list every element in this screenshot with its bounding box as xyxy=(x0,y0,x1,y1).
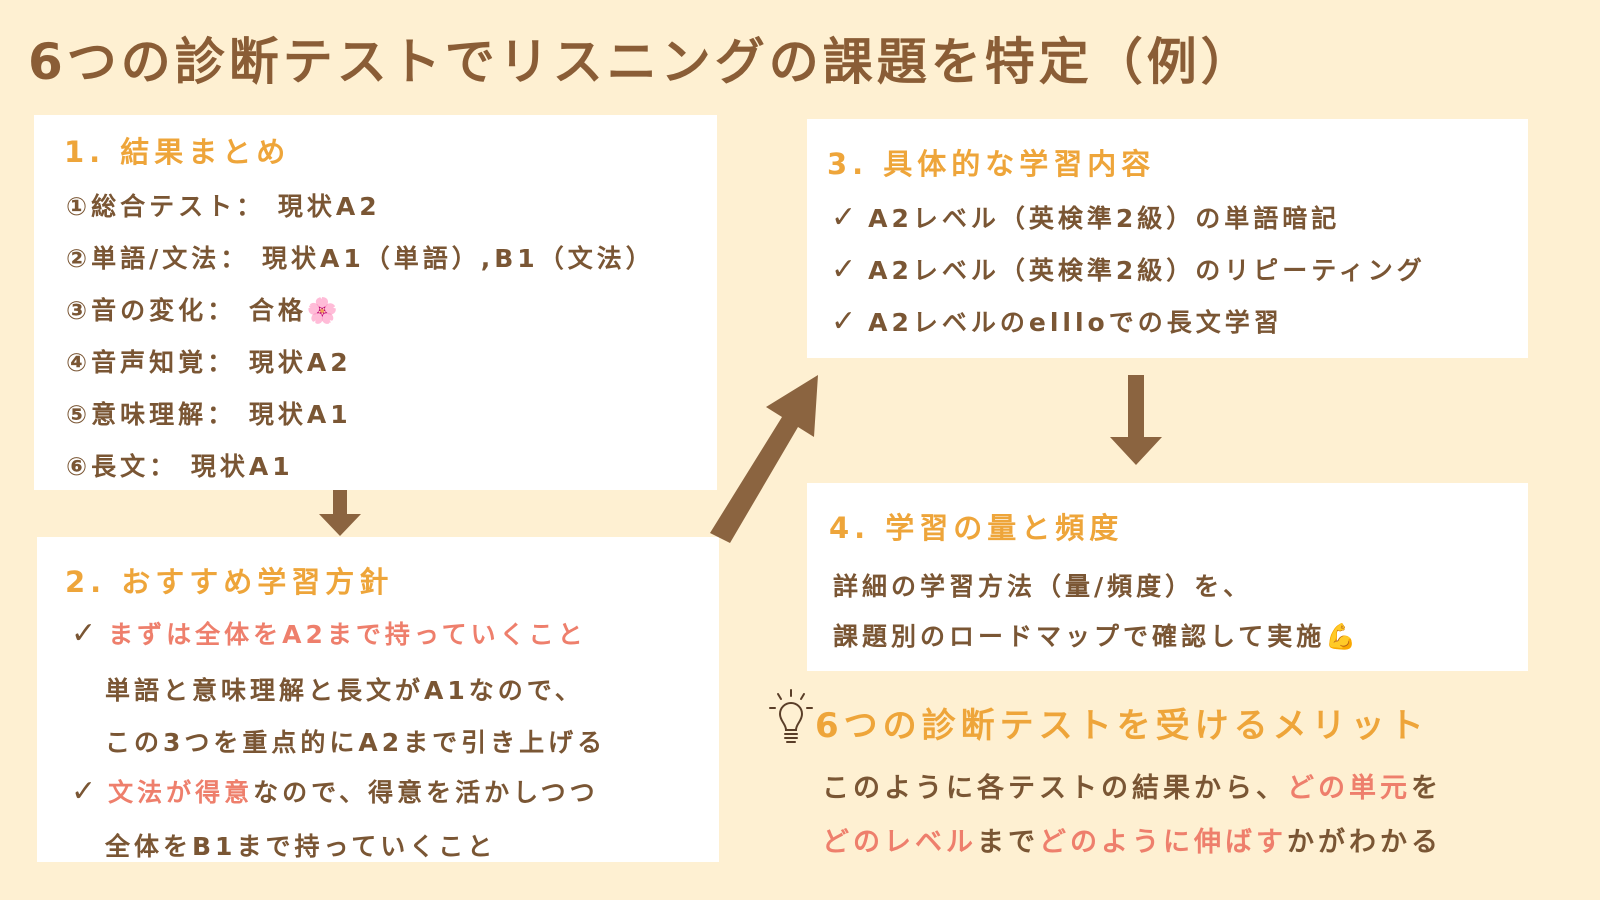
merit-text-line-2: どのレベルまでどのように伸ばすかがわかる xyxy=(822,820,1442,859)
merit-text: かがわかる xyxy=(1287,827,1442,858)
merit-text: まで xyxy=(977,827,1039,858)
amount-frequency-text: 詳細の学習方法（量/頻度）を、 xyxy=(833,572,1253,601)
merit-highlight: どのように伸ばす xyxy=(1039,827,1287,858)
study-content-heading: 3. 具体的な学習内容 xyxy=(827,147,1156,181)
policy-point-text: まずは全体をA2まで持っていくこと xyxy=(108,620,587,649)
amount-frequency-heading: 4. 学習の量と頻度 xyxy=(829,511,1124,545)
study-item: ✓A2レベル（英検準2級）の単語暗記 xyxy=(831,199,1340,235)
results-summary-box: 1. 結果まとめ ①総合テスト： 現状A2 ②単語/文法： 現状A1（単語）,B… xyxy=(34,115,717,490)
policy-highlight: 文法が得意 xyxy=(108,778,254,807)
study-content-box: 3. 具体的な学習内容 ✓A2レベル（英検準2級）の単語暗記 ✓A2レベル（英検… xyxy=(807,119,1528,358)
merit-text: このように各テストの結果から、 xyxy=(822,773,1287,804)
merit-highlight: どの単元 xyxy=(1287,773,1411,804)
merit-heading: 6つの診断テストを受けるメリット xyxy=(815,706,1429,746)
policy-detail: 単語と意味理解と長文がA1なので、 xyxy=(105,676,584,705)
merit-highlight: どのレベル xyxy=(822,827,977,858)
amount-frequency-text: 課題別のロードマップで確認して実施💪 xyxy=(833,617,1360,653)
policy-point-text: なので、得意を活かしつつ xyxy=(253,778,599,807)
policy-point: ✓文法が得意なので、得意を活かしつつ xyxy=(71,773,599,809)
study-item: ✓A2レベル（英検準2級）のリピーティング xyxy=(831,251,1426,287)
result-item: ①総合テスト： 現状A2 xyxy=(66,192,381,221)
merit-text-line-1: このように各テストの結果から、どの単元を xyxy=(822,766,1442,805)
result-item: ④音声知覚： 現状A2 xyxy=(66,348,352,377)
check-icon: ✓ xyxy=(831,200,861,235)
study-item-text: A2レベルのellloでの長文学習 xyxy=(868,308,1283,337)
result-item-text: ③音の変化： 合格 xyxy=(66,296,307,325)
sakura-icon: 🌸 xyxy=(306,296,343,325)
result-item: ⑤意味理解： 現状A1 xyxy=(66,400,352,429)
merit-text: を xyxy=(1411,773,1442,804)
result-item: ②単語/文法： 現状A1（単語）,B1（文法） xyxy=(66,244,655,273)
study-item-text: A2レベル（英検準2級）のリピーティング xyxy=(868,256,1426,285)
check-icon: ✓ xyxy=(831,304,861,339)
page-title: 6つの診断テストでリスニングの課題を特定（例） xyxy=(28,33,1255,91)
policy-detail: 全体をB1まで持っていくこと xyxy=(105,832,497,861)
amount-frequency-box: 4. 学習の量と頻度 詳細の学習方法（量/頻度）を、 課題別のロードマップで確認… xyxy=(807,483,1528,671)
check-icon: ✓ xyxy=(71,616,101,651)
policy-heading: 2. おすすめ学習方針 xyxy=(65,565,394,599)
result-item: ⑥長文： 現状A1 xyxy=(66,452,294,481)
arrow-down-icon xyxy=(1110,375,1162,465)
recommended-policy-box: 2. おすすめ学習方針 ✓まずは全体をA2まで持っていくこと 単語と意味理解と長… xyxy=(37,537,719,862)
check-icon: ✓ xyxy=(71,774,101,809)
amount-frequency-text-2: 課題別のロードマップで確認して実施 xyxy=(833,622,1326,651)
muscle-icon: 💪 xyxy=(1325,622,1361,651)
check-icon: ✓ xyxy=(831,252,861,287)
policy-point: ✓まずは全体をA2まで持っていくこと xyxy=(71,615,587,651)
arrow-down-icon xyxy=(319,490,361,536)
lightbulb-icon xyxy=(769,689,813,743)
study-item-text: A2レベル（英検準2級）の単語暗記 xyxy=(868,204,1341,233)
policy-detail: この3つを重点的にA2まで引き上げる xyxy=(105,728,607,757)
result-item: ③音の変化： 合格🌸 xyxy=(66,291,342,327)
study-item: ✓A2レベルのellloでの長文学習 xyxy=(831,303,1283,339)
arrow-diagonal-icon xyxy=(710,375,818,543)
results-heading: 1. 結果まとめ xyxy=(64,135,291,169)
